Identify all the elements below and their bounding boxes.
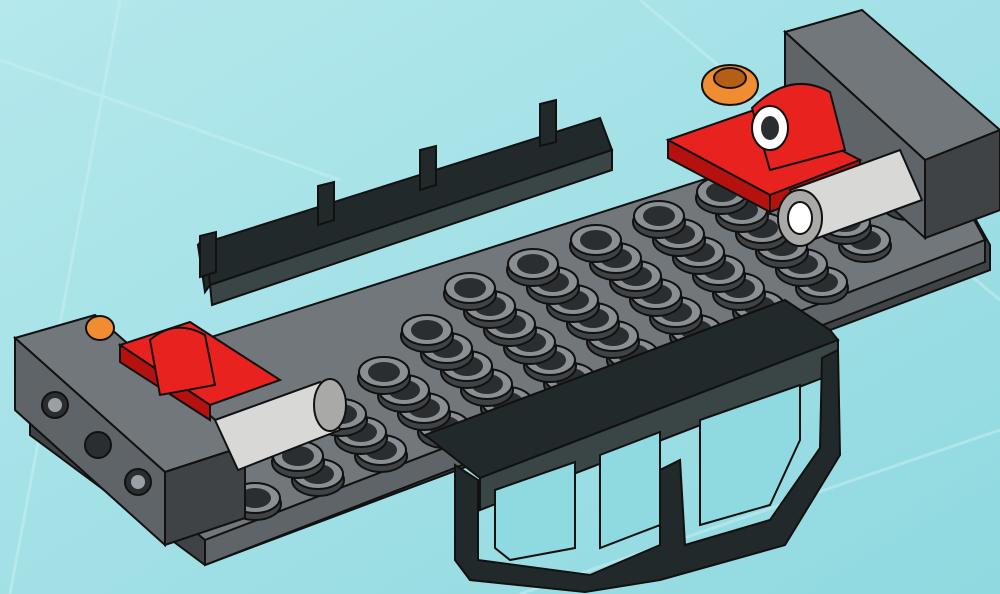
stud-hole-inner bbox=[580, 230, 612, 250]
orange-bush-right bbox=[702, 65, 758, 105]
stud-hole-inner bbox=[517, 254, 549, 274]
stud-hole-inner bbox=[368, 362, 400, 382]
stud-hole-inner bbox=[454, 278, 486, 298]
stud-hole-inner bbox=[643, 206, 675, 226]
orange-bush-left bbox=[86, 316, 114, 340]
stud-hole-inner bbox=[411, 320, 443, 340]
